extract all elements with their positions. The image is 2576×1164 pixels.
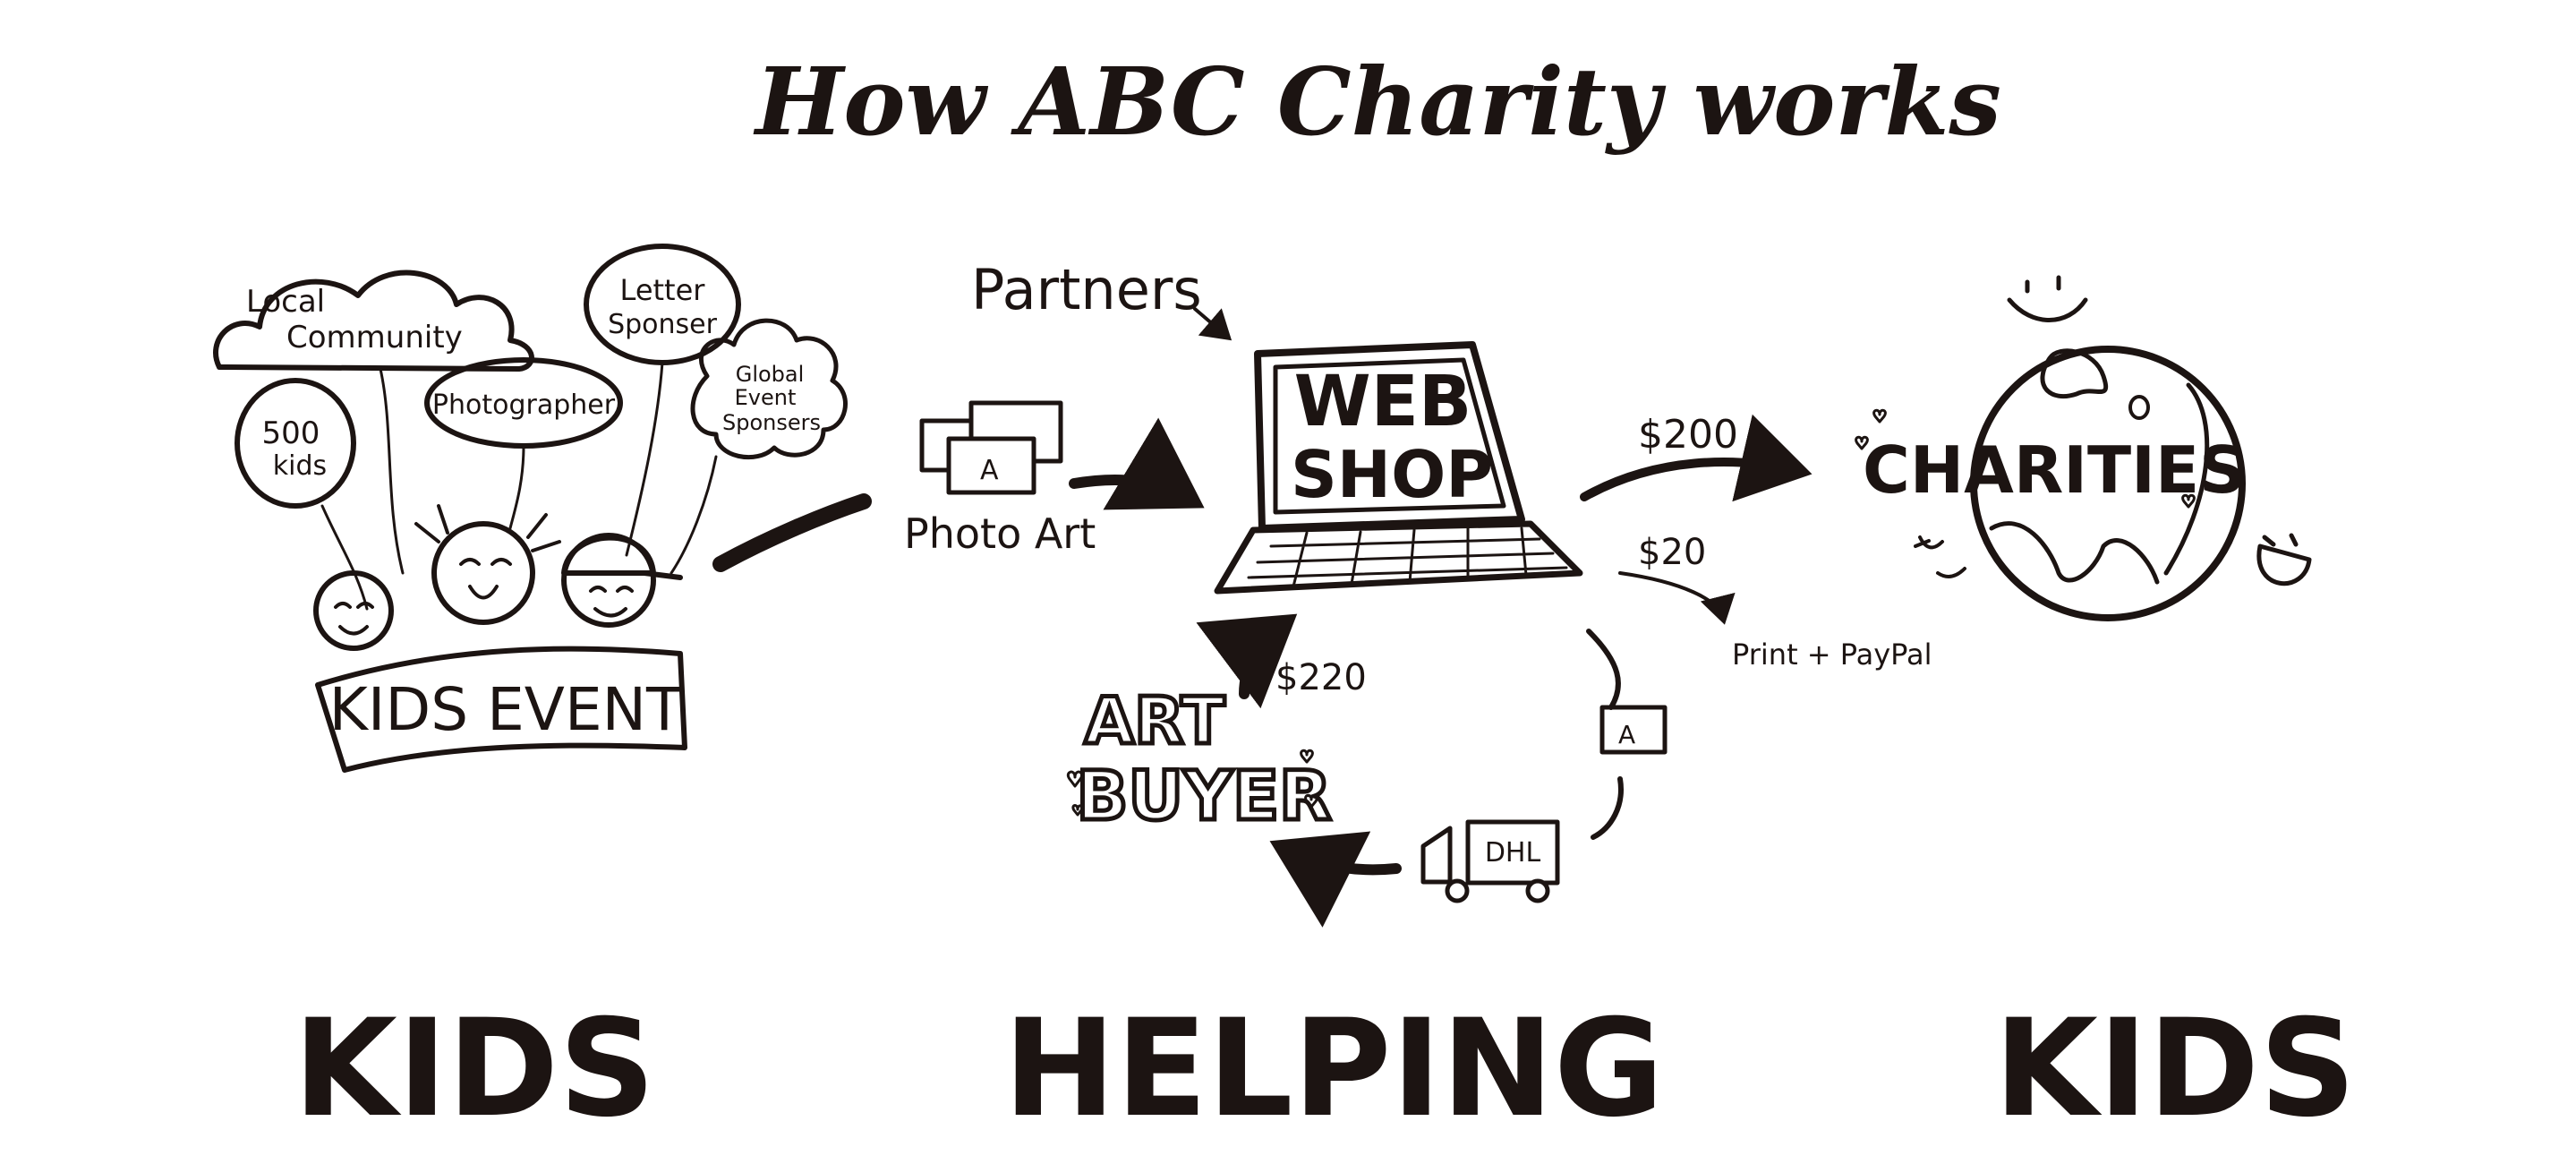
global-sponsors-cloud: Global Event Sponsers — [670, 318, 848, 575]
bottom-word-right: KIDS — [1994, 991, 2357, 1147]
web-shop-laptop: WEB SHOP — [1214, 341, 1583, 595]
package-frame: A — [1599, 705, 1668, 755]
dhl-truck-icon: DHL — [1420, 819, 1560, 903]
art-buyer-line1: ART — [1084, 683, 1224, 758]
letter-sponsor-line2: Sponser — [608, 309, 718, 340]
global-sponsors-line2: Event — [735, 385, 797, 410]
art-buyer-amount: $220 — [1275, 657, 1367, 698]
partners-label: Partners — [971, 257, 1202, 322]
diagram-title: How ABC Charity works — [753, 47, 2001, 157]
charities-globe: CHARITIES — [1855, 275, 2312, 621]
truck-label: DHL — [1485, 837, 1541, 869]
buyer-to-shop-arrow — [1196, 613, 1298, 709]
package-letter: A — [1618, 720, 1635, 749]
frame-letter: A — [980, 455, 999, 486]
bottom-word-center: HELPING — [1003, 991, 1664, 1147]
to-charities-arrow — [1580, 414, 1813, 502]
photo-art-frames: A Photo Art — [904, 400, 1096, 558]
photo-to-shop-arrow — [1069, 417, 1205, 510]
kids-count-line1: 500 — [262, 415, 320, 451]
photo-art-label: Photo Art — [904, 509, 1096, 558]
print-paypal-amount: $20 — [1638, 532, 1706, 573]
five-hundred-kids-balloon: 500 kids — [235, 378, 369, 611]
kids-count-line2: kids — [273, 450, 327, 482]
charities-amount: $200 — [1638, 412, 1738, 458]
kids-event-label: KIDS EVENT — [329, 675, 683, 744]
art-buyer: ART BUYER — [1066, 681, 1334, 838]
global-sponsors-line1: Global — [736, 362, 805, 387]
kids-to-photo-connector — [712, 493, 872, 572]
shop-to-package-line — [1586, 629, 1621, 710]
kids-event-banner: KIDS EVENT — [315, 646, 687, 773]
art-buyer-line2: BUYER — [1076, 756, 1331, 835]
truck-to-buyer-arrow — [1269, 831, 1402, 928]
web-shop-line1: WEB — [1294, 362, 1472, 442]
to-print-paypal-arrow — [1618, 571, 1736, 625]
charities-label: CHARITIES — [1863, 432, 2246, 508]
photographer-balloon: Photographer — [424, 357, 623, 530]
kids-illustration — [313, 504, 683, 651]
letter-sponsor-line1: Letter — [620, 273, 706, 307]
local-community-cloud: Local Community — [213, 270, 534, 575]
partners-arrow — [1193, 307, 1233, 341]
web-shop-line2: SHOP — [1291, 437, 1493, 512]
bottom-word-left: KIDS — [294, 991, 656, 1147]
cloud-label-line1: Local — [246, 284, 325, 320]
letter-sponsor-balloon: Letter Sponser — [584, 244, 741, 557]
global-sponsors-line3: Sponsers — [722, 410, 821, 435]
print-paypal-label: Print + PayPal — [1732, 638, 1932, 672]
cloud-label-line2: Community — [286, 320, 463, 355]
package-to-truck-line — [1591, 776, 1624, 840]
photographer-label: Photographer — [432, 389, 616, 421]
